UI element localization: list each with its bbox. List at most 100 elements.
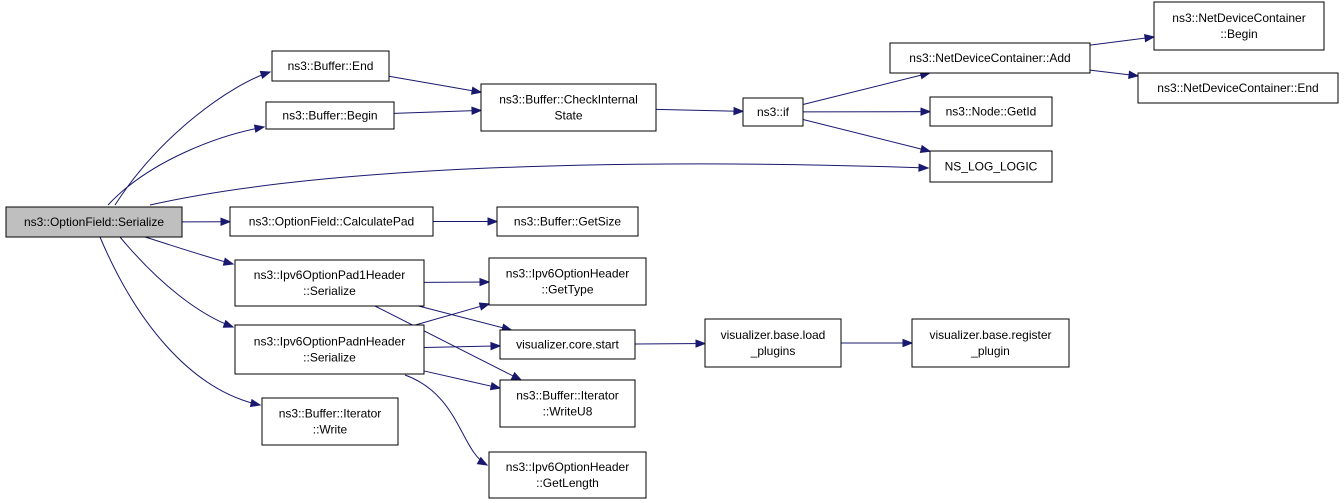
edge-buffer_end-to-check_internal <box>388 75 483 95</box>
node-ndc-add[interactable]: ns3::NetDeviceContainer::Add <box>889 42 1091 74</box>
edge-pad1_serialize-to-get_type <box>423 277 491 287</box>
node-iterator-write[interactable]: ns3::Buffer::Iterator::Write <box>261 397 399 446</box>
node-box <box>5 206 183 238</box>
node-label: ns3::if <box>757 105 790 119</box>
edge-arrowhead <box>919 144 932 154</box>
edge-arrowhead <box>733 106 745 116</box>
edge-check_internal-to-if <box>655 106 745 116</box>
edge-serialize-to-calculate_pad <box>181 217 232 226</box>
edge-line <box>374 305 522 381</box>
node-ns-log-logic[interactable]: NS_LOG_LOGIC <box>929 150 1053 183</box>
node-label: ns3::NetDeviceContainer::End <box>1157 81 1318 95</box>
edge-arrowhead <box>222 257 235 266</box>
node-viz-register[interactable]: visualizer.base.register_plugin <box>911 318 1070 368</box>
edge-line <box>144 236 234 265</box>
node-label: _plugin <box>970 344 1010 358</box>
edge-ndc_add-to-ndc_end <box>1089 69 1140 79</box>
edge-if-to-ndc_add <box>802 71 932 106</box>
node-label: ::Write <box>313 423 348 437</box>
edge-arrowhead <box>1144 33 1156 43</box>
node-label: State <box>554 109 582 123</box>
edge-calculate_pad-to-buffer_getsize <box>433 217 499 226</box>
call-nodes: ns3::OptionField::Serializens3::Buffer::… <box>5 1 1339 499</box>
edge-line <box>802 119 931 152</box>
node-buffer-end[interactable]: ns3::Buffer::End <box>271 50 390 82</box>
node-node-getid[interactable]: ns3::Node::GetId <box>929 96 1053 127</box>
node-box <box>261 397 399 446</box>
node-box <box>265 101 395 130</box>
node-box <box>1153 1 1325 51</box>
edge-line <box>423 370 501 389</box>
edge-arrowhead <box>918 163 930 172</box>
edge-arrowhead <box>220 217 232 226</box>
edge-serialize-to-buffer_end <box>114 70 272 206</box>
edge-line <box>99 236 261 406</box>
node-calculate-pad[interactable]: ns3::OptionField::CalculatePad <box>229 206 434 237</box>
edge-buffer_begin-to-check_internal <box>393 106 483 115</box>
edge-serialize-to-padn_serialize <box>119 236 235 328</box>
node-label: ns3::Ipv6OptionPad1Header <box>254 268 405 282</box>
edge-arrowhead <box>490 341 502 351</box>
node-label: NS_LOG_LOGIC <box>945 160 1038 174</box>
node-ndc-begin[interactable]: ns3::NetDeviceContainer::Begin <box>1153 1 1325 51</box>
node-label: ns3::OptionField::CalculatePad <box>249 215 414 229</box>
edge-arrowhead <box>471 106 483 115</box>
node-get-type[interactable]: ns3::Ipv6OptionHeader::GetType <box>488 257 647 306</box>
edge-serialize-to-buffer_begin <box>107 124 266 206</box>
edge-arrowhead <box>222 319 235 328</box>
node-label: ns3::Buffer::End <box>288 59 374 73</box>
edge-padn_serialize-to-get_length <box>404 374 489 466</box>
edge-viz_start-to-viz_load <box>634 339 707 348</box>
node-box <box>889 42 1091 74</box>
edge-arrowhead <box>695 339 707 348</box>
node-box <box>1137 72 1339 104</box>
edge-pad1_serialize-to-viz_start <box>418 305 513 332</box>
edge-serialize-to-pad1_serialize <box>144 236 235 266</box>
edge-arrowhead <box>920 107 932 116</box>
node-label: ::GetType <box>541 283 593 297</box>
node-label: ns3::NetDeviceContainer <box>1172 11 1305 25</box>
node-box <box>480 83 657 132</box>
edge-line <box>388 75 482 93</box>
edge-line <box>114 71 271 206</box>
node-label: ns3::Buffer::Iterator <box>279 407 382 421</box>
node-label: ::GetLength <box>536 476 599 490</box>
node-viz-start[interactable]: visualizer.core.start <box>499 329 636 360</box>
node-label: ns3::Buffer::Iterator <box>516 389 619 403</box>
node-buffer-getsize[interactable]: ns3::Buffer::GetSize <box>496 206 639 237</box>
node-if[interactable]: ns3::if <box>742 97 804 127</box>
node-box <box>496 206 639 237</box>
edge-arrowhead <box>489 381 502 391</box>
node-get-length[interactable]: ns3::Ipv6OptionHeader::GetLength <box>488 451 647 499</box>
node-buffer-begin[interactable]: ns3::Buffer::Begin <box>265 101 395 130</box>
edge-arrowhead <box>478 302 491 311</box>
node-label: ns3::NetDeviceContainer::Add <box>909 51 1070 65</box>
edge-line <box>802 72 930 106</box>
node-box <box>742 97 804 127</box>
edge-arrowhead <box>510 371 523 381</box>
edge-line <box>149 163 929 206</box>
edge-arrowhead <box>259 70 272 79</box>
node-label: visualizer.core.start <box>516 338 619 352</box>
node-label: ns3::Buffer::GetSize <box>514 215 621 229</box>
edge-arrowhead <box>487 217 499 226</box>
node-label: ns3::Ipv6OptionHeader <box>506 460 629 474</box>
node-viz-load[interactable]: visualizer.base.load_plugins <box>704 318 842 368</box>
node-label: visualizer.base.load <box>721 328 826 342</box>
edge-line <box>1089 36 1155 46</box>
node-ndc-end[interactable]: ns3::NetDeviceContainer::End <box>1137 72 1339 104</box>
node-label: ns3::Buffer::CheckInternal <box>499 93 638 107</box>
node-box <box>229 206 434 237</box>
edge-line <box>418 305 512 331</box>
node-pad1-serialize[interactable]: ns3::Ipv6OptionPad1Header::Serialize <box>234 259 425 307</box>
node-box <box>499 379 636 428</box>
node-write-u8[interactable]: ns3::Buffer::Iterator::WriteU8 <box>499 379 636 428</box>
edge-line <box>423 345 501 349</box>
node-serialize[interactable]: ns3::OptionField::Serialize <box>5 206 183 238</box>
node-box <box>911 318 1070 368</box>
edge-arrowhead <box>470 86 483 95</box>
node-box <box>499 329 636 360</box>
node-padn-serialize[interactable]: ns3::Ipv6OptionPadnHeader::Serialize <box>234 324 425 375</box>
edge-line <box>393 109 482 114</box>
